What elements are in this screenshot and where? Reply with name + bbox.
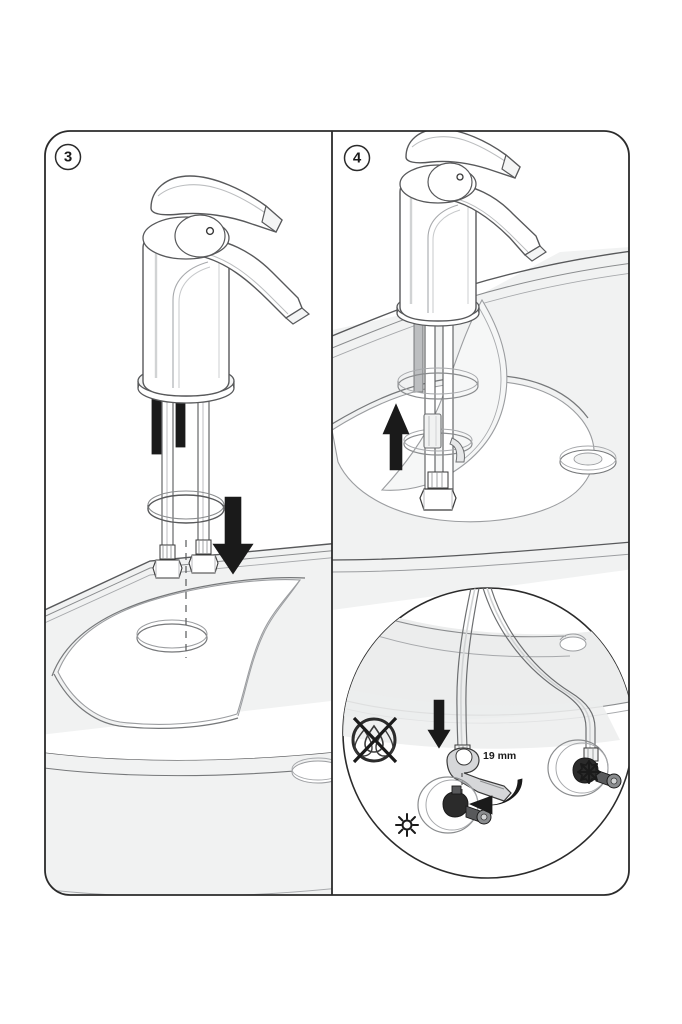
lever-pivot-screw	[205, 226, 215, 236]
step-number-3: 3	[64, 149, 72, 166]
single-lever-mixer-tap-panel-4	[396, 131, 547, 327]
spout-aerator-p4	[523, 245, 547, 262]
panel-3: 3	[45, 131, 332, 895]
spout-aerator	[284, 307, 311, 325]
hose-hex-nut-left	[152, 544, 183, 579]
step-number-4: 4	[353, 150, 362, 167]
seal-clip	[449, 437, 465, 463]
basin-tap-hole	[136, 623, 208, 653]
threaded-stud-p4	[413, 313, 424, 393]
lever-pivot-screw-p4	[456, 173, 464, 181]
detail-circle: 19 mm	[342, 587, 629, 879]
push-hose-down-arrow	[427, 699, 451, 749]
fixing-nut	[419, 471, 457, 511]
metal-washer-upper	[397, 367, 479, 400]
tap-underbody-panel-4	[397, 311, 479, 511]
insert-down-arrow-panel-3	[212, 496, 254, 575]
wrench-size-label: 19 mm	[483, 750, 516, 762]
step-badge-4: 4	[343, 144, 371, 172]
washer-ring	[147, 490, 225, 524]
threaded-stud-left	[151, 391, 162, 455]
hose-hex-nut-right	[188, 539, 219, 574]
panel-4: 19 mm	[332, 131, 629, 895]
step-badge-3: 3	[54, 143, 82, 171]
panel-frame	[44, 130, 630, 896]
flexible-hose-right-detail	[482, 588, 596, 752]
single-lever-mixer-tap-panel-3	[137, 175, 311, 404]
tighten-up-arrow-panel-4	[382, 403, 410, 471]
cold-water-snowflake-icon	[577, 760, 601, 784]
rubber-seal	[423, 413, 442, 449]
flexible-hose-left-detail	[456, 588, 480, 753]
tighten-rotation-arrow	[468, 778, 523, 815]
no-thread-sealant-icon	[351, 716, 398, 764]
wash-basin-panel-3	[45, 542, 332, 895]
hot-water-sun-icon	[395, 813, 419, 837]
